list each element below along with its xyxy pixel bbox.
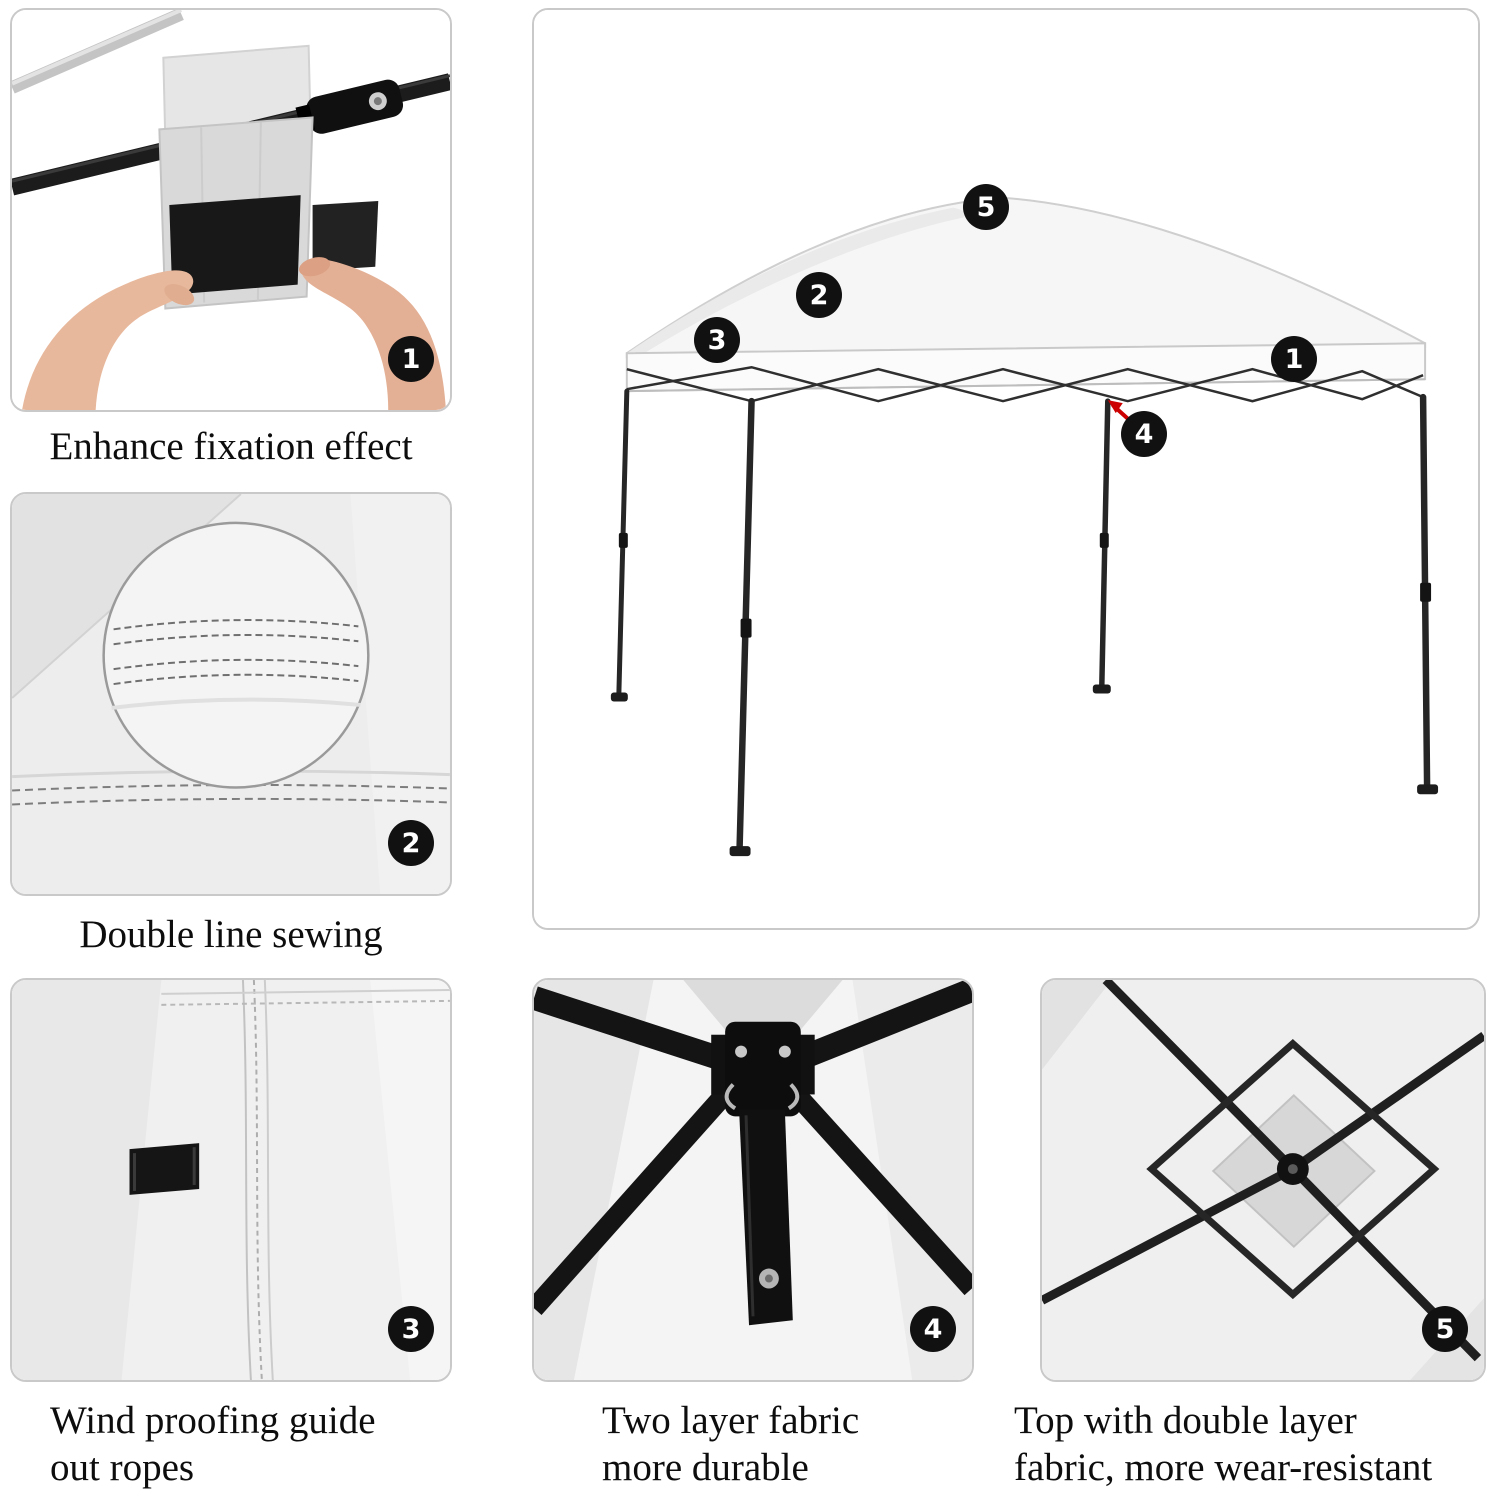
- double-stitch-lines: [113, 619, 359, 686]
- fabric-seam: [12, 783, 450, 806]
- tent-badge-3: 3: [694, 317, 740, 363]
- feature-badge-5: 5: [1422, 1306, 1468, 1352]
- silver-pole: [12, 10, 184, 94]
- leg-feet: [610, 684, 1439, 857]
- caption-sewing: Double line sewing: [79, 913, 383, 956]
- fabric-fold: [12, 980, 162, 1380]
- fixation-photo: [12, 10, 450, 410]
- top-hem: [161, 988, 450, 1006]
- velcro-patch: [169, 195, 301, 295]
- strap: [739, 1109, 793, 1326]
- diamond-frame: [1146, 1039, 1440, 1300]
- sewing-photo-panel: 2: [10, 492, 452, 896]
- rope-strap: [129, 1143, 200, 1195]
- tent-badge-2: 2: [796, 272, 842, 318]
- feature-badge-2: 2: [388, 820, 434, 866]
- fixation-photo-panel: 1: [10, 8, 452, 412]
- caption-two-layer: Two layer fabric more durable: [602, 1399, 860, 1489]
- fabric-highlight: [350, 494, 450, 894]
- corner-bracket: [711, 1021, 815, 1117]
- two-layer-photo: [534, 980, 972, 1380]
- velcro-strip: [312, 201, 379, 271]
- fabric-highlight: [370, 980, 450, 1380]
- leg-joints: [618, 532, 1432, 638]
- canopy-shading: [626, 207, 966, 358]
- top-fabric-photo-panel: 5: [1040, 978, 1486, 1382]
- tent-overview-panel: 5 2 3 1 4: [532, 8, 1480, 930]
- caption-ropes: Wind proofing guide out ropes: [50, 1399, 376, 1489]
- feature-badge-4: 4: [910, 1306, 956, 1352]
- caption-top-fabric: Top with double layer fabric, more wear-…: [1014, 1399, 1433, 1489]
- vertical-seam: [241, 980, 274, 1380]
- fabric-fold-right: [852, 980, 972, 1380]
- two-layer-photo-panel: 4: [532, 978, 974, 1382]
- caption-fixation: Enhance fixation effect: [49, 425, 413, 468]
- ropes-photo-panel: 3: [10, 978, 452, 1382]
- feature-badge-1: 1: [388, 336, 434, 382]
- corner-shading-tl: [1042, 980, 1112, 1070]
- sewing-photo: [12, 494, 450, 894]
- ropes-photo: [12, 980, 450, 1380]
- left-hand: [22, 270, 195, 410]
- tent-badge-5: 5: [963, 184, 1009, 230]
- tent-illustration: [534, 10, 1478, 928]
- frame-bars: [534, 980, 972, 1315]
- tent-badge-4: 4: [1121, 411, 1167, 457]
- tent-canopy: [625, 196, 1427, 359]
- magnifier-circle: [102, 521, 370, 789]
- center-hub: [1276, 1153, 1309, 1185]
- tent-badge-1: 1: [1271, 336, 1317, 382]
- top-fabric-photo: [1042, 980, 1484, 1380]
- feature-badge-3: 3: [388, 1306, 434, 1352]
- tent-truss: [626, 365, 1424, 403]
